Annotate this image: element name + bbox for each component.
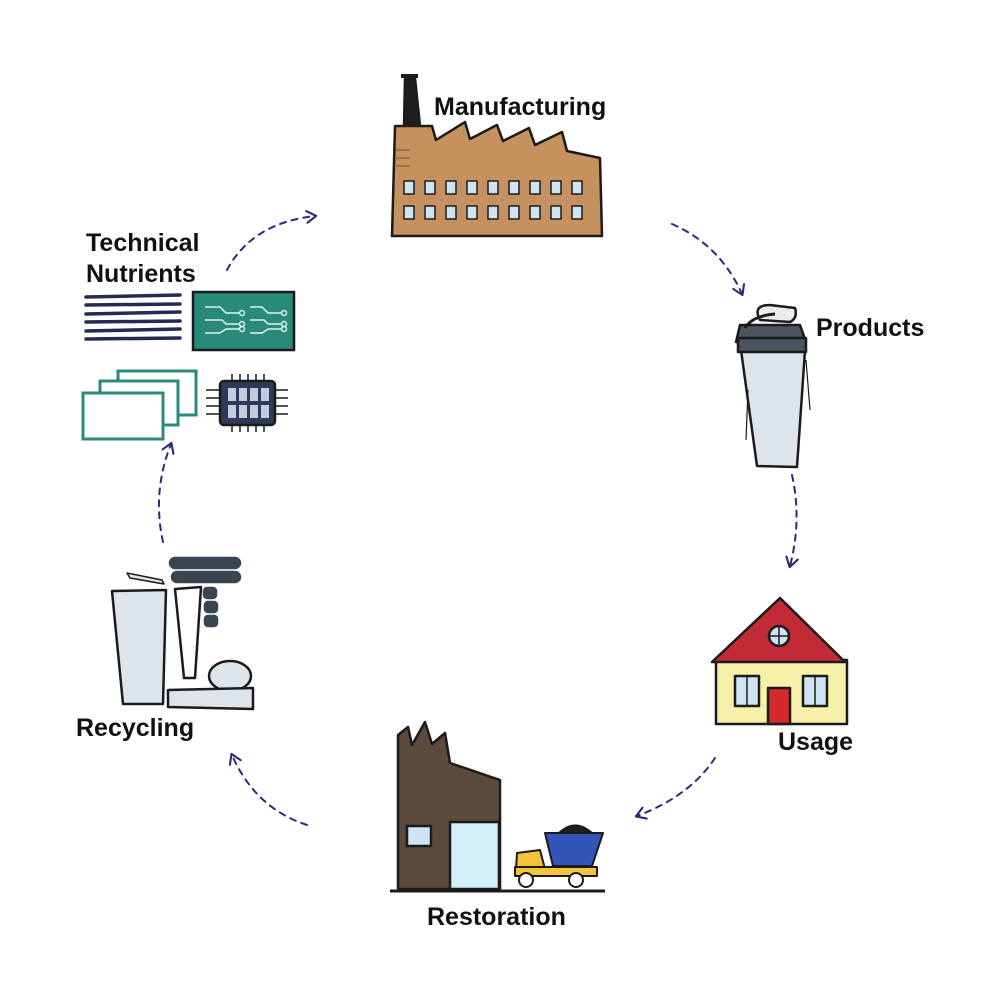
restoration-plant-icon [390, 720, 605, 893]
arrow-products-to-usage [785, 474, 799, 569]
usage-label: Usage [778, 728, 854, 756]
products-label: Products [816, 314, 925, 342]
recycling-label: Recycling [76, 714, 195, 742]
circuit-board-icon [191, 290, 296, 352]
restoration-label: Restoration [427, 903, 566, 931]
technical-nutrients-line-1: Technical [86, 229, 200, 257]
arrow-restoration-to-recycling [228, 752, 308, 826]
cycle-arrows [157, 210, 799, 826]
arrow-recycling-to-technical [157, 441, 175, 543]
manufacturing-label: Manufacturing [434, 93, 607, 121]
dump-truck-icon [514, 824, 604, 888]
bottle-icon [734, 303, 811, 469]
arrow-manufacturing-to-products [671, 223, 746, 297]
wires-icon [84, 293, 182, 341]
factory-icon [390, 74, 604, 238]
recycled-parts-icon [110, 556, 255, 711]
technical-nutrients-label: Technical Nutrients [86, 228, 199, 290]
technical-nutrients-line-2: Nutrients [86, 260, 196, 288]
microchip-icon [206, 374, 288, 432]
house-icon [710, 596, 849, 726]
screens-icon [81, 369, 198, 441]
arrow-technical-to-manufacturing [226, 210, 318, 271]
arrow-usage-to-restoration [634, 757, 716, 820]
